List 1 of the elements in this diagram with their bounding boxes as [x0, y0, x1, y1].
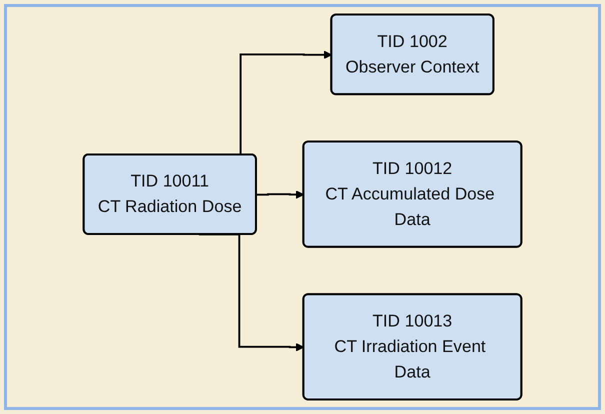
arrow [256, 190, 304, 199]
